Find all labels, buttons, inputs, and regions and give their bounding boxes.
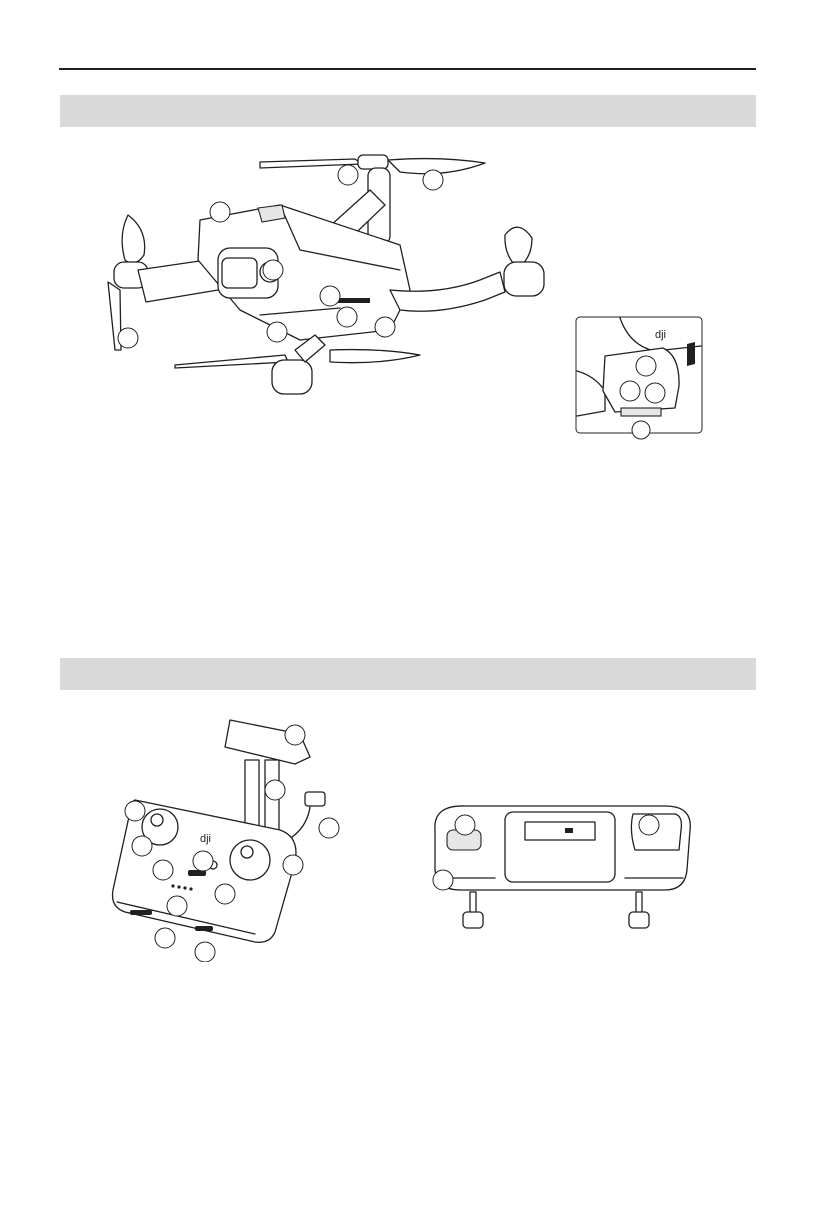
left-control-stick: [150, 813, 164, 827]
camera: [221, 257, 258, 289]
callout-marker: [117, 327, 139, 349]
callout-group: [117, 164, 444, 349]
body-edge: [259, 307, 341, 316]
landing-leg: [107, 281, 122, 351]
callout-marker: [194, 941, 216, 962]
remote-controller-front-illustration: dji: [105, 712, 345, 962]
top-rule: [59, 68, 756, 70]
callout-marker: [266, 321, 288, 343]
callout-group: [432, 814, 660, 891]
callout-marker: [192, 850, 214, 872]
callout-marker: [264, 779, 286, 801]
section-heading-bar-aircraft: [60, 95, 756, 127]
vision-sensor: [257, 204, 286, 223]
callout-marker: [319, 285, 341, 307]
dji-logo: dji: [655, 329, 666, 341]
holder-post: [244, 759, 260, 831]
dji-logo: dji: [200, 833, 211, 845]
usb-port: [195, 926, 213, 931]
control-stick: [462, 911, 484, 929]
callout-group: [619, 355, 666, 440]
connector: [620, 407, 662, 417]
callout-marker: [454, 814, 476, 836]
callout-marker: [635, 355, 657, 377]
callout-marker: [152, 859, 174, 881]
propeller-blade: [504, 226, 533, 269]
callout-marker: [282, 854, 304, 876]
callout-marker: [262, 259, 284, 281]
callout-marker: [336, 306, 358, 328]
callout-marker: [631, 420, 651, 440]
rc-cable-plug: [304, 791, 326, 807]
callout-marker: [638, 814, 660, 836]
bottom-vent: [330, 298, 370, 303]
battery-level-led: [189, 887, 193, 891]
propeller-blade: [121, 214, 146, 264]
battery-level-led: [171, 884, 175, 888]
callout-marker: [166, 895, 188, 917]
callout-marker: [154, 927, 176, 949]
mode-switch: [188, 870, 206, 876]
propeller-blade: [174, 354, 289, 369]
propeller-blade: [329, 348, 421, 364]
callout-marker: [422, 169, 444, 191]
stick-shaft: [635, 891, 643, 915]
right-control-stick: [240, 845, 254, 859]
callout-marker: [214, 883, 236, 905]
battery-level-led: [183, 886, 187, 890]
slot-indicator: [565, 828, 573, 833]
aircraft-illustration: [100, 150, 560, 410]
propeller-blade: [387, 157, 486, 175]
section-heading-bar-remote-controller: [60, 658, 756, 690]
usb-c-port: [130, 910, 152, 915]
side-vent: [687, 342, 695, 366]
callout-marker: [337, 164, 359, 186]
front-right-arm: [389, 271, 506, 312]
front-arm: [294, 334, 326, 363]
rc-body-edge: [116, 901, 256, 935]
remote-controller-top-illustration: [425, 800, 700, 950]
right-stick-base: [229, 839, 271, 881]
aircraft-detail-inset: dji: [575, 316, 703, 440]
body-edge: [279, 204, 401, 271]
callout-marker: [432, 869, 454, 891]
phone-slot: [524, 821, 596, 841]
stick-shaft: [469, 891, 477, 915]
callout-marker: [284, 724, 306, 746]
motor: [271, 359, 313, 395]
callout-marker: [318, 817, 340, 839]
control-stick: [628, 911, 650, 929]
callout-marker: [124, 800, 146, 822]
callout-marker: [131, 835, 153, 857]
callout-marker: [374, 316, 396, 338]
callout-group: [124, 724, 340, 962]
battery-level-led: [177, 885, 181, 889]
callout-marker: [209, 201, 231, 223]
callout-marker: [619, 380, 641, 402]
callout-marker: [644, 382, 666, 404]
propeller-hub: [357, 154, 389, 170]
motor: [503, 261, 545, 297]
